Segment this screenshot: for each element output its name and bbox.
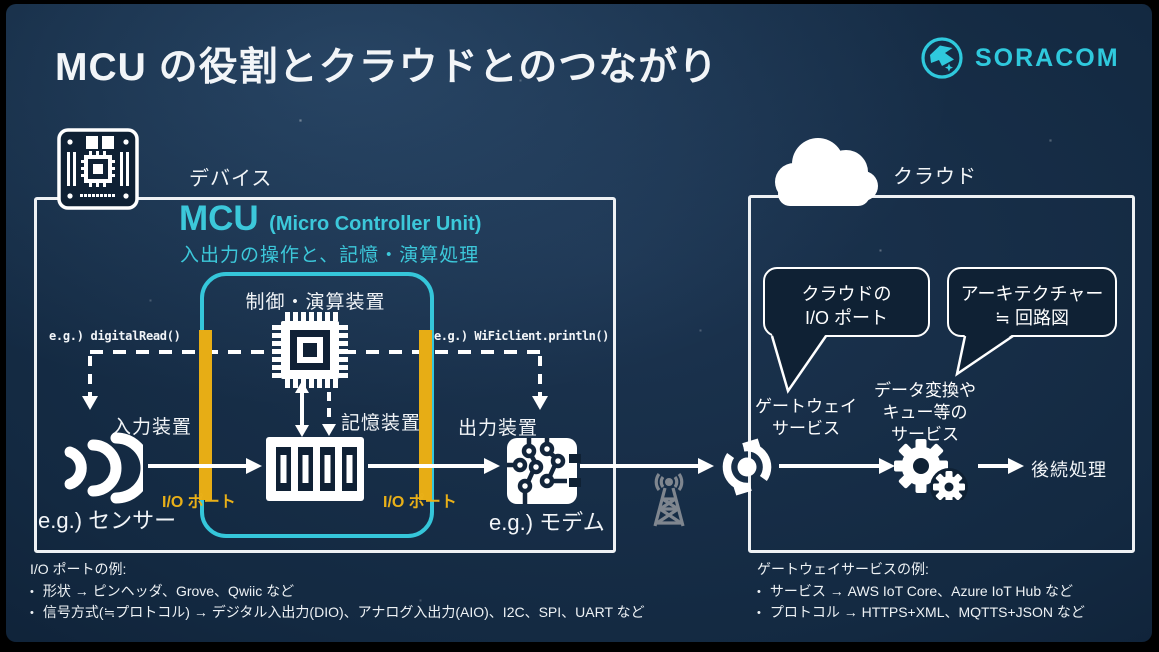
- memory-icon: [266, 437, 364, 501]
- footnote-left-title: I/O ポートの例:: [30, 561, 127, 577]
- transform-label-line2: キュー等の: [882, 402, 968, 422]
- modem-icon: [507, 438, 581, 504]
- bullet: •: [757, 607, 761, 620]
- bubble-arch-line1: アーキテクチャー: [960, 284, 1104, 304]
- gateway-label-line2: サービス: [772, 418, 840, 438]
- gateway-icon: [722, 438, 772, 496]
- mcu-heading: MCU (Micro Controller Unit): [179, 199, 481, 239]
- code-example-left: e.g.) digitalRead(): [49, 329, 181, 343]
- cell-tower-icon: [653, 473, 685, 527]
- page-title: MCU の役割とクラウドとのつながり: [55, 46, 719, 89]
- io-port-right-label: I/O ポート: [383, 494, 457, 511]
- footnote-right-title: ゲートウェイサービスの例:: [757, 561, 929, 577]
- bullet: •: [30, 607, 34, 620]
- mcu-description: 入出力の操作と、記憶・演算処理: [180, 245, 480, 266]
- circuit-board-icon: [57, 128, 139, 210]
- footnote-right-item-2: •プロトコル → HTTPS+XML、MQTTS+JSON など: [757, 604, 1085, 621]
- footnote-right-item-1: •サービス → AWS IoT Core、Azure IoT Hub など: [757, 582, 1074, 599]
- footnote-right: ゲートウェイサービスの例: •サービス → AWS IoT Core、Azure…: [757, 559, 1157, 624]
- footnote-left: I/O ポートの例: •形状 → ピンヘッダ、Grove、Qwiic など •信…: [30, 559, 740, 624]
- memory-label: 記憶装置: [341, 413, 422, 434]
- sensor-icon: [64, 432, 143, 504]
- footnote-left-item-2: •信号方式(≒プロトコル) → デジタル入出力(DIO)、アナログ入出力(AIO…: [30, 604, 645, 621]
- cloud-box: [748, 195, 1135, 553]
- mcu-subtitle: (Micro Controller Unit): [269, 213, 482, 235]
- input-device-label: 入力装置: [112, 417, 193, 438]
- bullet: •: [30, 585, 34, 598]
- io-port-bar-right: [419, 330, 432, 500]
- bubble-io-line2: I/O ポート: [804, 308, 888, 329]
- post-processing-label: 後続処理: [1031, 460, 1107, 480]
- gateway-service-label: ゲートウェイ サービス: [745, 396, 867, 440]
- speech-bubble-architecture: アーキテクチャー ≒ 回路図: [947, 267, 1117, 337]
- gateway-label-line1: ゲートウェイ: [755, 397, 857, 416]
- modem-caption: e.g.) モデム: [489, 510, 605, 535]
- cloud-icon: [775, 138, 878, 206]
- bullet: •: [757, 585, 761, 598]
- io-port-bar-left: [199, 330, 212, 500]
- soracom-logo-text: SORACOM: [975, 44, 1120, 72]
- io-port-left-label: I/O ポート: [162, 494, 236, 511]
- soracom-logo-icon: [921, 37, 963, 79]
- device-section-label: デバイス: [189, 168, 273, 190]
- footnote-left-item-1: •形状 → ピンヘッダ、Grove、Qwiic など: [30, 582, 295, 599]
- cloud-section-label: クラウド: [893, 166, 977, 188]
- output-device-label: 出力装置: [458, 418, 539, 439]
- bubble-arch-line2: ≒ 回路図: [994, 308, 1070, 329]
- cpu-chip-icon: [272, 312, 348, 388]
- bubble-io-line1: クラウドの: [801, 284, 892, 304]
- device-box: [34, 197, 616, 553]
- transform-label-line1: データ変換や: [874, 381, 976, 400]
- transform-service-label: データ変換や キュー等の サービス: [860, 380, 990, 445]
- cpu-unit-label: 制御・演算装置: [245, 292, 386, 313]
- speech-bubble-cloud-io: クラウドの I/O ポート: [763, 267, 930, 337]
- transform-label-line3: サービス: [891, 424, 959, 444]
- mcu-title: MCU: [179, 199, 259, 238]
- gears-icon: [894, 439, 968, 500]
- code-example-right: e.g.) WiFiclient.println(): [434, 329, 609, 343]
- sensor-caption: e.g.) センサー: [38, 508, 177, 533]
